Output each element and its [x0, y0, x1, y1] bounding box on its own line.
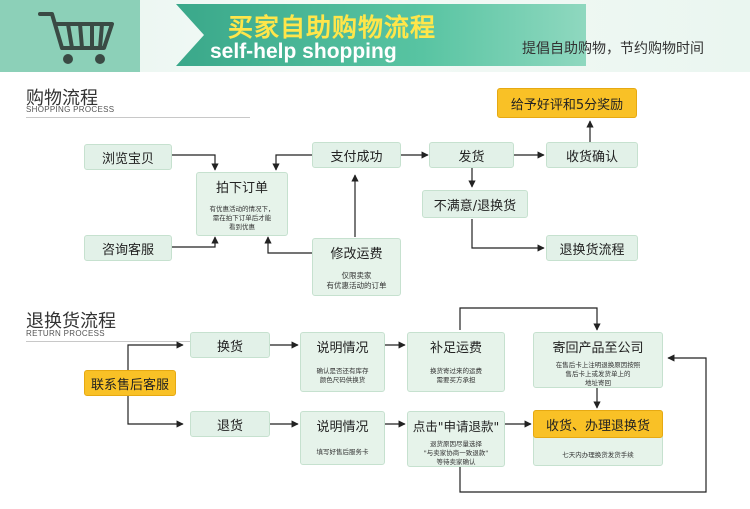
arrow-contact-exchange — [127, 341, 184, 370]
arrow-paid-order — [272, 154, 312, 171]
return-section-title: 退换货流程 — [26, 311, 116, 332]
node-order-card: 拍下订单 有优惠活动的情况下， 需在拍下订单后才能 看到优惠 — [196, 172, 288, 236]
order-note-line: 看到优惠 — [229, 223, 255, 231]
node-topup-card: 补足运费 换货寄过来的运费 需要买方承担 — [407, 332, 505, 392]
explain-b-note-line: 填写好售后服务卡 — [316, 448, 369, 456]
topup-note-line: 换货寄过来的运费 — [430, 367, 482, 375]
node-ship: 发货 — [429, 142, 514, 168]
node-apply-refund: 点击"申请退款" — [412, 418, 500, 434]
arrow-modify-order — [264, 236, 312, 254]
shopping-cart-icon — [38, 12, 114, 64]
page-title: 买家自助购物流程 — [228, 13, 437, 42]
order-note-line: 需在拍下订单后才能 — [212, 214, 272, 222]
explain-b-note: 填写好售后服务卡 — [303, 448, 382, 457]
node-unsatisfied: 不满意/退换货 — [422, 190, 528, 218]
node-exchange: 换货 — [190, 332, 270, 358]
page-subtitle: self-help shopping — [210, 40, 397, 63]
shopping-section-divider — [26, 117, 250, 118]
node-order: 拍下订单 — [215, 180, 268, 196]
arrow-contact-refund — [127, 396, 184, 428]
modify-note-line: 有优惠活动的订单 — [326, 281, 387, 290]
arrow-topup-sendback — [459, 307, 601, 331]
return-section-divider — [26, 341, 250, 342]
apply-note-line: 退货原因尽量选择 — [430, 440, 482, 448]
explain-a-note: 确认是否还有库存 颜色尺码供换货 — [303, 367, 382, 385]
modify-note-line: 仅限卖家 — [341, 271, 372, 280]
arrow-apply-sendback — [459, 354, 707, 493]
node-receive: 收货、办理退换货 — [533, 410, 663, 438]
cart-icon-tile — [0, 0, 140, 72]
explain-a-note-line: 确认是否还有库存 — [316, 367, 369, 375]
title-banner — [176, 4, 586, 66]
send-note-line: 售后卡上或发货单上的 — [565, 370, 631, 378]
order-note-line: 有优惠活动的情况下， — [209, 205, 275, 213]
topup-note-line: 需要买方承担 — [436, 376, 476, 384]
node-explain-b: 说明情况 — [316, 419, 369, 435]
send-back-note: 在售后卡上注明退换原因按照 售后卡上或发货单上的 地址寄回 — [536, 361, 660, 388]
node-confirm: 收货确认 — [546, 142, 638, 168]
order-note: 有优惠活动的情况下， 需在拍下订单后才能 看到优惠 — [199, 205, 285, 232]
node-send-back: 寄回产品至公司 — [552, 340, 644, 356]
shopping-section-subtitle: SHOPPING PROCESS — [26, 105, 115, 114]
node-topup: 补足运费 — [429, 340, 482, 356]
send-note-line: 在售后卡上注明退换原因按照 — [555, 361, 641, 369]
node-modify-card: 修改运费 仅限卖家 有优惠活动的订单 — [312, 238, 401, 296]
return-section-subtitle: RETURN PROCESS — [26, 329, 105, 338]
modify-note: 仅限卖家 有优惠活动的订单 — [315, 271, 398, 291]
apply-note-line: 等待卖家确认 — [436, 458, 476, 466]
node-modify: 修改运费 — [330, 246, 383, 262]
node-explain-a-card: 说明情况 确认是否还有库存 颜色尺码供换货 — [300, 332, 385, 392]
receive-note-line: 七天内办理换货发货手续 — [562, 451, 634, 459]
node-explain-a: 说明情况 — [316, 340, 369, 356]
receive-note: 七天内办理换货发货手续 — [536, 451, 660, 460]
apply-refund-note: 退货原因尽量选择 "与卖家协商一致退款" 等待卖家确认 — [410, 440, 502, 467]
shopping-section-title: 购物流程 — [26, 88, 98, 109]
topup-note: 换货寄过来的运费 需要买方承担 — [410, 367, 502, 385]
send-note-line: 地址寄回 — [585, 379, 611, 387]
node-explain-b-card: 说明情况 填写好售后服务卡 — [300, 411, 385, 465]
arrow-browse-order — [172, 154, 219, 171]
arrow-consult-order — [172, 236, 219, 248]
node-contact-service: 联系售后客服 — [84, 370, 176, 396]
node-review: 给予好评和5分奖励 — [497, 88, 637, 118]
node-receive-card: 收货、办理退换货 七天内办理换货发货手续 — [533, 410, 663, 466]
apply-note-line: "与卖家协商一致退款" — [423, 449, 489, 457]
node-refund: 退货 — [190, 411, 270, 437]
arrow-unsatisfied-return — [471, 219, 545, 252]
slogan: 提倡自助购物，节约购物时间 — [522, 41, 704, 57]
node-browse: 浏览宝贝 — [84, 144, 172, 170]
node-apply-refund-card: 点击"申请退款" 退货原因尽量选择 "与卖家协商一致退款" 等待卖家确认 — [407, 411, 505, 467]
node-return-flow: 退换货流程 — [546, 235, 638, 261]
explain-a-note-line: 颜色尺码供换货 — [319, 376, 366, 384]
node-consult: 咨询客服 — [84, 235, 172, 261]
node-send-back-card: 寄回产品至公司 在售后卡上注明退换原因按照 售后卡上或发货单上的 地址寄回 — [533, 332, 663, 388]
node-paid: 支付成功 — [312, 142, 401, 168]
